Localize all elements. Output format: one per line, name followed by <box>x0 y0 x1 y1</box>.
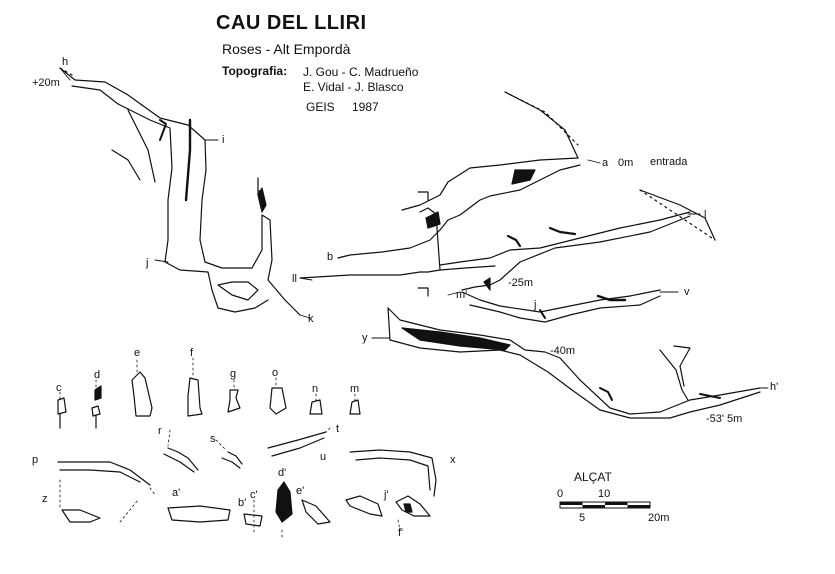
station-y: y <box>362 332 368 344</box>
section-d: d <box>94 369 101 381</box>
survey-subtitle: Roses - Alt Empordà <box>222 41 351 57</box>
cross-sections-row3 <box>61 481 431 527</box>
section-d-prime: d' <box>278 467 287 479</box>
survey-year: 1987 <box>352 100 379 114</box>
station-k: k <box>308 313 314 325</box>
scale-tick-0: 0 <box>557 488 564 500</box>
scale-bar <box>559 501 651 509</box>
section-u: u <box>320 451 327 463</box>
station-b: b <box>327 251 334 263</box>
depth-minus25: -25m <box>508 277 534 289</box>
section-n: n <box>312 383 319 395</box>
upper-left-gallery <box>59 67 301 316</box>
section-t: t <box>336 423 340 435</box>
section-o: o <box>272 367 279 379</box>
survey-title: CAU DEL LLIRI <box>216 12 367 34</box>
station-l: l <box>258 189 261 201</box>
section-p: p <box>32 454 39 466</box>
section-a-prime: a' <box>172 487 181 499</box>
station-m-prime: m' <box>456 289 468 301</box>
middle-gallery <box>461 289 661 323</box>
station-h-prime: h' <box>770 381 779 393</box>
section-f: f <box>190 347 194 359</box>
topography-label: Topografia: <box>222 64 288 78</box>
leader-lines <box>59 67 769 389</box>
depth-minus53: -53' 5m <box>706 413 743 425</box>
entrance-gallery <box>299 91 716 297</box>
section-z: z <box>42 493 48 505</box>
station-l-right: l <box>704 209 707 221</box>
section-e: e <box>134 347 141 359</box>
section-f-prime: f' <box>398 527 404 539</box>
section-s: s <box>210 433 216 445</box>
elevation-label: ALÇAT <box>574 470 612 484</box>
section-ticks <box>59 357 401 541</box>
station-j: j <box>146 257 149 269</box>
surface-lines <box>59 67 716 241</box>
depth-zero: 0m <box>618 157 634 169</box>
station-j-middle: j <box>534 299 537 311</box>
cross-sections-row2 <box>57 431 437 497</box>
station-a: a <box>602 157 609 169</box>
scale-tick-5: 5 <box>579 512 586 524</box>
section-x: x <box>450 454 456 466</box>
section-j-prime: j' <box>384 489 389 501</box>
section-m: m <box>350 383 360 395</box>
section-e-prime: e' <box>296 485 305 497</box>
credits-line-2: E. Vidal - J. Blasco <box>303 80 404 94</box>
scale-tick-10: 10 <box>598 488 611 500</box>
section-g: g <box>230 368 237 380</box>
cross-sections-row1 <box>57 371 361 429</box>
survey-group: GEIS <box>306 100 335 114</box>
entrance-label: entrada <box>650 156 688 168</box>
credits-line-1: J. Gou - C. Madrueño <box>303 65 419 79</box>
section-c: c <box>56 382 62 394</box>
station-i: i <box>222 134 225 146</box>
station-v: v <box>684 286 690 298</box>
section-c-prime: c' <box>250 489 258 501</box>
depth-plus20: +20m <box>32 77 60 89</box>
scale-tick-20: 20m <box>648 512 670 524</box>
depth-minus40: -40m <box>550 345 576 357</box>
section-b-prime: b' <box>238 497 247 509</box>
section-r: r <box>158 425 162 437</box>
lower-chamber <box>387 307 761 419</box>
station-ll: ll <box>292 273 297 285</box>
station-h: h <box>62 56 69 68</box>
